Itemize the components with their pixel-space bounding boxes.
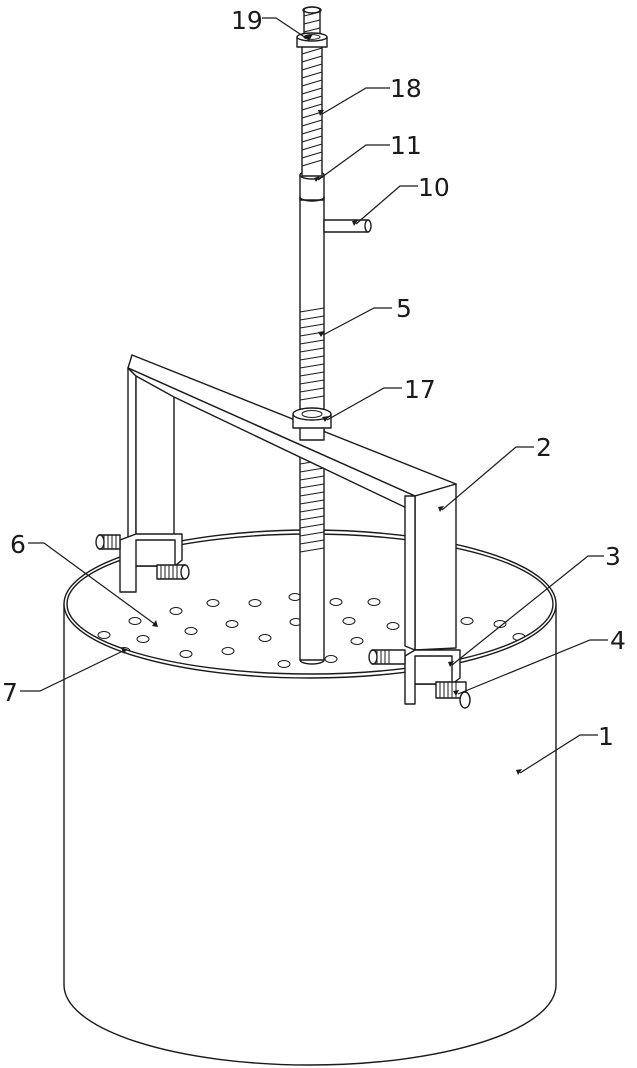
label-7: 7 [2, 678, 18, 707]
label-2: 2 [536, 433, 552, 462]
label-5: 5 [396, 294, 412, 323]
label-17: 17 [404, 375, 436, 404]
label-1: 1 [598, 722, 614, 751]
label-18: 18 [390, 74, 422, 103]
label-3: 3 [605, 542, 621, 571]
handle-pin [324, 220, 371, 232]
label-19: 19 [231, 6, 263, 35]
label-6: 6 [10, 530, 26, 559]
label-10: 10 [418, 173, 450, 202]
left-bolt-inner [157, 565, 189, 579]
right-bolt-outer [369, 650, 405, 664]
label-11: 11 [390, 131, 422, 160]
left-bolt-outer [96, 535, 120, 549]
label-4: 4 [610, 626, 626, 655]
